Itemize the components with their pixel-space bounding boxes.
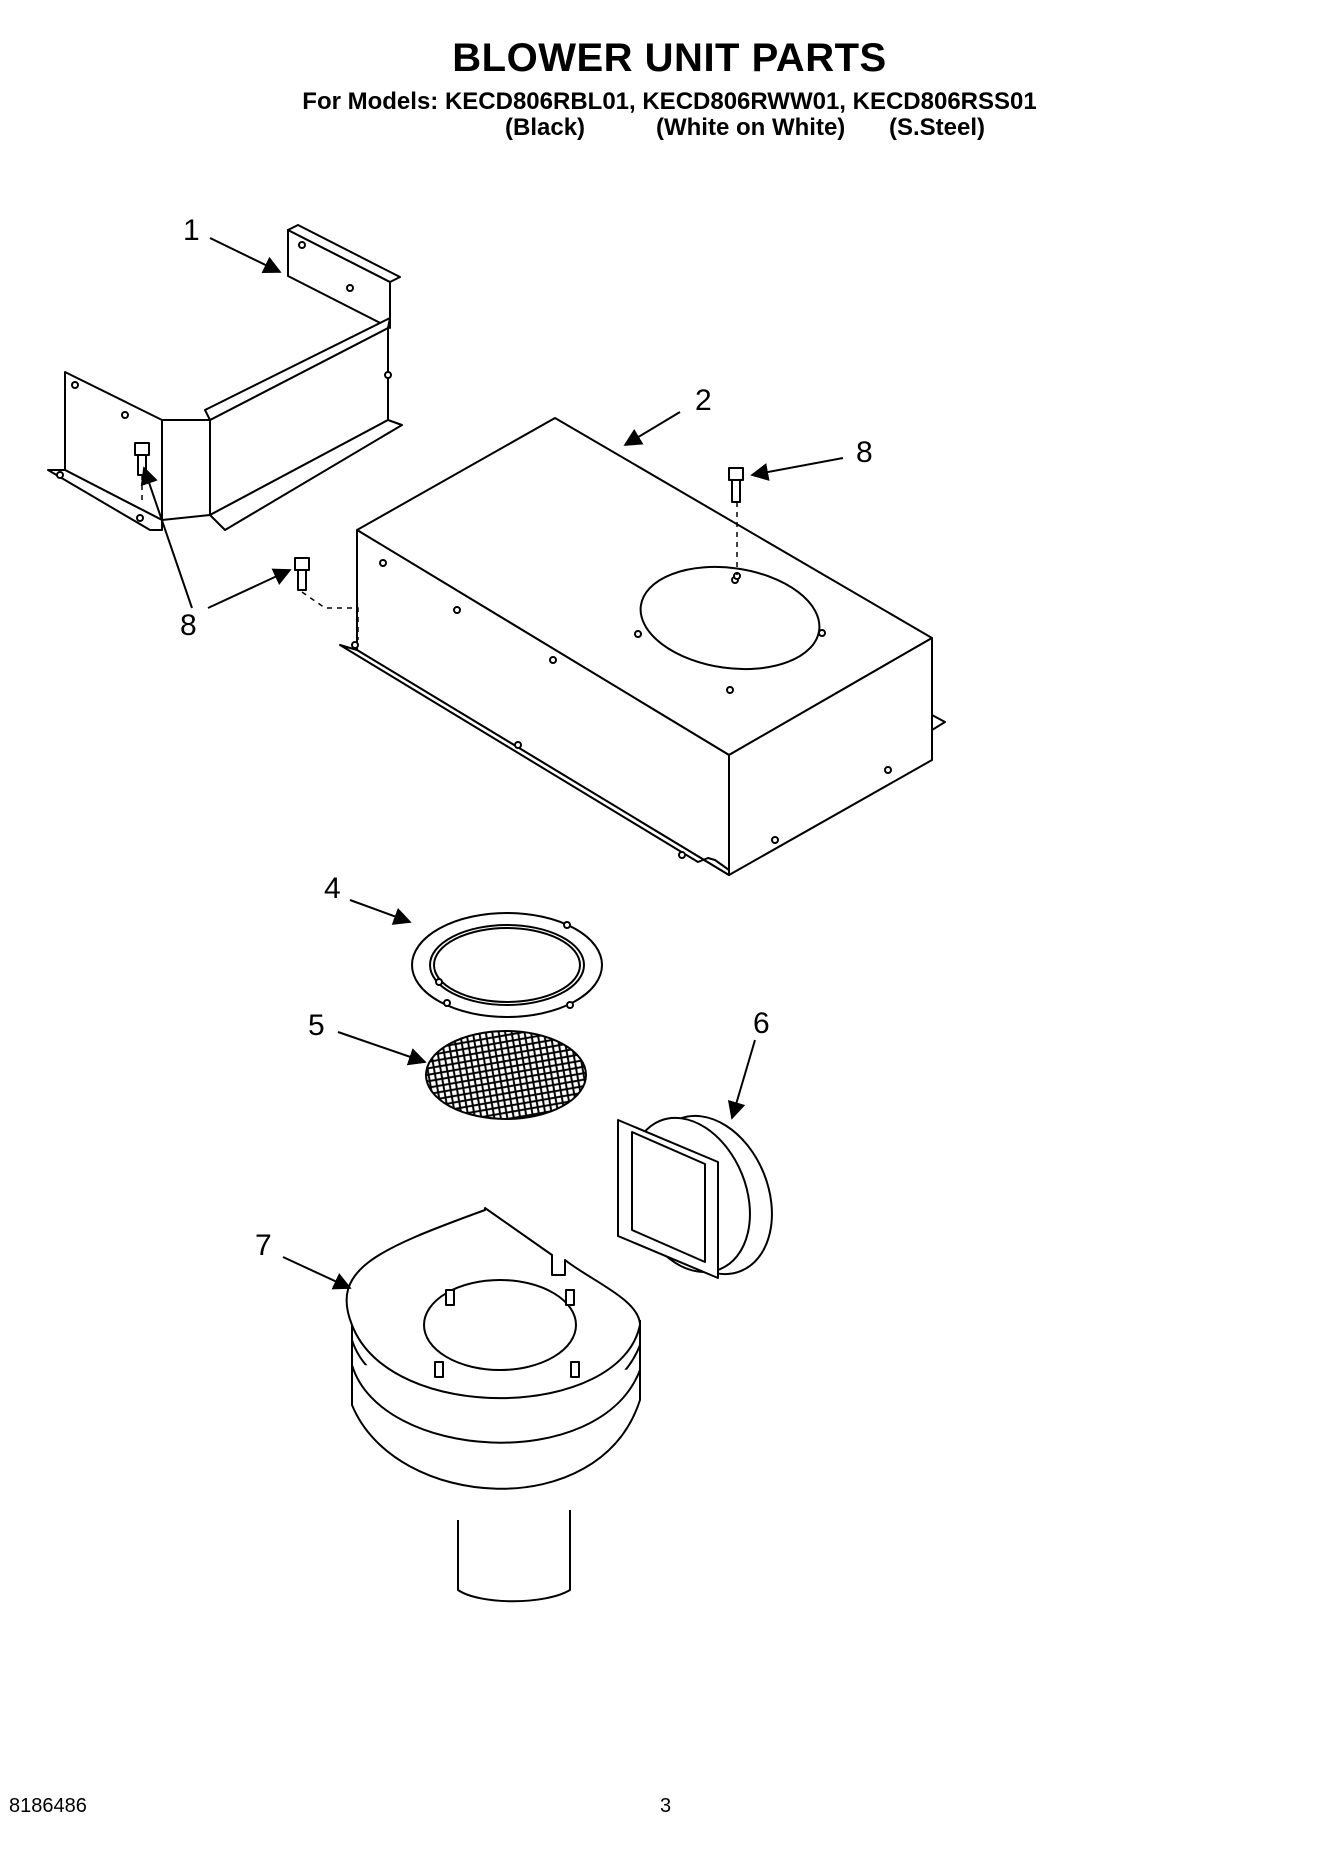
page-number: 3 [660,1795,672,1817]
part-8-screw-c [728,467,744,503]
callout-7: 7 [255,1229,272,1262]
part-6-damper [617,1114,773,1279]
page-title: BLOWER UNIT PARTS [452,36,887,80]
part-8-screw-b [294,557,310,591]
part-2-housing [339,417,946,876]
part-7-blower [345,1207,641,1603]
callout-8-left: 8 [180,609,197,642]
callout-6: 6 [753,1007,770,1040]
leader-arrows [140,237,844,1290]
callout-2: 2 [695,384,712,417]
variant-stainless: (S.Steel) [889,114,986,141]
callout-8-right: 8 [856,436,873,469]
variant-black: (Black) [505,114,586,141]
document-number: 8186486 [9,1795,87,1817]
models-line: For Models: KECD806RBL01, KECD806RWW01, … [302,88,1037,115]
part-4-ring [411,912,603,1018]
variant-white-on-white: (White on White) [656,114,846,141]
part-5-mesh-screen [425,1030,587,1120]
part-8-screw-a [134,442,150,476]
callout-5: 5 [308,1009,325,1042]
callout-1: 1 [183,214,200,247]
callout-4: 4 [324,872,341,905]
part-1-bracket [47,224,403,531]
